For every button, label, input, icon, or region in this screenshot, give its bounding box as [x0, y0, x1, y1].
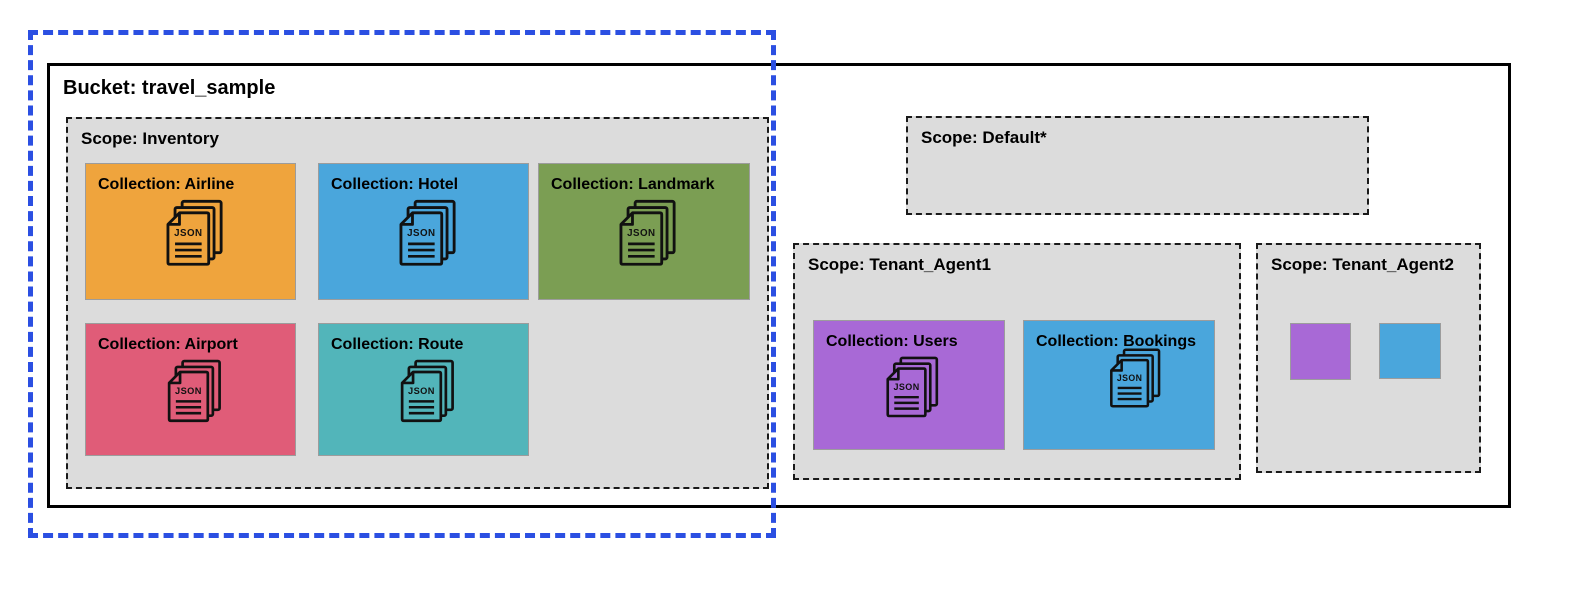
json-documents-icon: JSON	[886, 356, 939, 418]
svg-text:JSON: JSON	[174, 228, 202, 239]
svg-text:JSON: JSON	[407, 228, 435, 239]
collection-airport: Collection: Airport JSON	[85, 323, 296, 456]
collection-route-label: Collection: Route	[331, 336, 464, 353]
collection-landmark: Collection: Landmark JSON	[538, 163, 750, 300]
collection-users-label: Collection: Users	[826, 333, 958, 350]
collection-swatch-blue	[1379, 323, 1441, 379]
svg-text:JSON: JSON	[1117, 373, 1142, 383]
svg-text:JSON: JSON	[175, 386, 202, 396]
collection-users: Collection: Users JSON	[813, 320, 1005, 450]
collection-landmark-label: Collection: Landmark	[551, 176, 715, 193]
bucket-box: Bucket: travel_sample Scope: Inventory C…	[47, 63, 1511, 508]
scope-inventory-title: Scope: Inventory	[81, 129, 219, 148]
svg-text:JSON: JSON	[893, 382, 919, 392]
collection-hotel-label: Collection: Hotel	[331, 176, 459, 193]
scope-tenant-agent2-title: Scope: Tenant_Agent2	[1271, 255, 1454, 274]
json-documents-icon: JSON	[400, 359, 454, 423]
collection-bookings-label: Collection: Bookings	[1036, 333, 1196, 350]
collection-route: Collection: Route JSON	[318, 323, 529, 456]
json-documents-icon: JSON	[166, 199, 223, 266]
scope-tenant-agent2: Scope: Tenant_Agent2	[1256, 243, 1481, 473]
json-documents-icon: JSON	[1110, 348, 1161, 408]
collection-hotel: Collection: Hotel JSON	[318, 163, 529, 300]
svg-text:JSON: JSON	[627, 228, 655, 239]
json-documents-icon: JSON	[399, 199, 456, 266]
collection-airline-label: Collection: Airline	[98, 176, 235, 193]
scope-default-title: Scope: Default*	[921, 128, 1047, 147]
scope-inventory: Scope: Inventory Collection: Airline JSO…	[66, 117, 769, 489]
scope-default: Scope: Default*	[906, 116, 1369, 215]
collection-swatch-purple	[1290, 323, 1351, 380]
scope-tenant-agent1: Scope: Tenant_Agent1 Collection: Users J…	[793, 243, 1241, 480]
collection-airport-label: Collection: Airport	[98, 336, 238, 353]
json-documents-icon: JSON	[167, 359, 221, 423]
json-documents-icon: JSON	[619, 199, 676, 266]
collection-airline: Collection: Airline JSON	[85, 163, 296, 300]
svg-text:JSON: JSON	[408, 386, 435, 396]
bucket-title: Bucket: travel_sample	[63, 77, 276, 99]
scope-tenant-agent1-title: Scope: Tenant_Agent1	[808, 255, 991, 274]
collection-bookings: Collection: Bookings JSON	[1023, 320, 1215, 450]
